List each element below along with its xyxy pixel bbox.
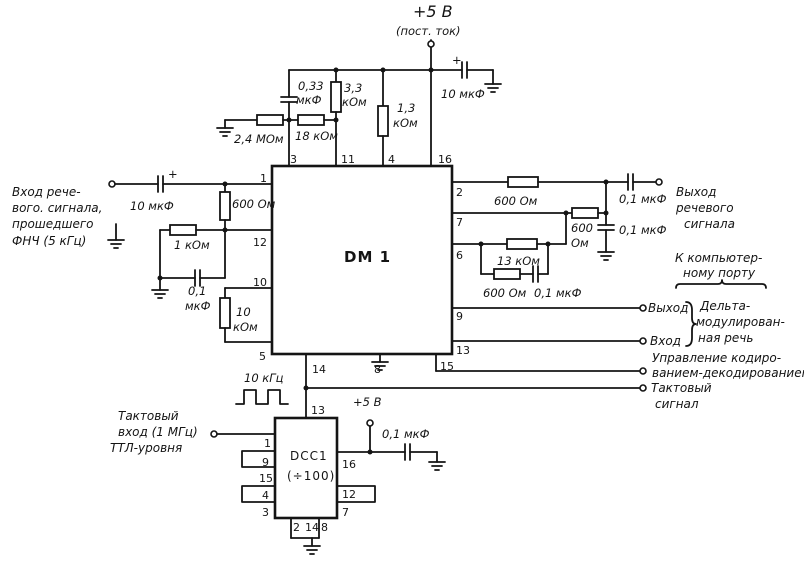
pin-10: 10 xyxy=(253,276,267,289)
pin-4: 4 xyxy=(388,153,395,166)
supply-note: (пост. ток) xyxy=(396,24,461,38)
dcc-pin-8: 8 xyxy=(321,521,328,534)
chip-dcc1 xyxy=(273,416,339,520)
res-13k-unit: кОм xyxy=(393,116,418,130)
control-label-1: Управление кодиро- xyxy=(652,351,781,365)
res-33k-value: 3,3 xyxy=(344,81,362,95)
clock-10k-label: 10 кГц xyxy=(244,371,284,385)
cap-01-left-unit: мкФ xyxy=(185,299,211,313)
chip-dcc1-label: DCC1 xyxy=(290,449,328,463)
input-label-4: ФНЧ (5 кГц) xyxy=(12,234,86,248)
supply-cap-plus: + xyxy=(452,53,462,67)
res-24m-label: 2,4 МОм xyxy=(234,132,284,146)
res-10k-unit: кОм xyxy=(233,320,258,334)
input-label-1: Вход рече- xyxy=(12,185,81,199)
output-label-3: сигнала xyxy=(684,217,735,231)
supply-voltage: +5 В xyxy=(413,2,453,21)
output-terminal[interactable] xyxy=(655,178,663,186)
dcc-pin-3: 3 xyxy=(262,506,269,519)
cap-01-bot-label: 0,1 мкФ xyxy=(534,286,582,300)
res-1k-label: 1 кОм xyxy=(174,238,210,252)
dcc-pin-7: 7 xyxy=(342,506,349,519)
pin-3: 3 xyxy=(290,153,297,166)
control-terminal[interactable] xyxy=(639,367,647,375)
computer-label-1: К компьютер- xyxy=(675,251,762,265)
pin-12: 12 xyxy=(253,236,267,249)
pin-2: 2 xyxy=(456,186,463,199)
clock-in-label-2: вход (1 МГц) xyxy=(118,425,198,439)
res-33k-unit: кОм xyxy=(342,95,367,109)
pin-6: 6 xyxy=(456,249,463,262)
output-label-1: Выход xyxy=(676,185,716,199)
computer-label-2: ному порту xyxy=(683,266,756,280)
pin-11: 11 xyxy=(341,153,355,166)
res-600-in-label: 600 Ом xyxy=(232,197,276,211)
clock-label-1: Тактовый xyxy=(651,381,712,395)
port-in-terminal[interactable] xyxy=(639,337,647,345)
cap-01-dcc-label: 0,1 мкФ xyxy=(382,427,430,441)
clock-terminal[interactable] xyxy=(639,384,647,392)
dcc-pin-13: 13 xyxy=(311,404,325,417)
input-label-3: прошедшего xyxy=(12,217,93,231)
res-600-side-value: 600 xyxy=(571,221,593,235)
dcc-pin-14: 14 xyxy=(305,521,319,534)
cap-10uf-supply-label: 10 мкФ xyxy=(441,87,485,101)
cap-01-out1-label: 0,1 мкФ xyxy=(619,192,667,206)
pin-7: 7 xyxy=(456,216,463,229)
dcc-pin-15: 15 xyxy=(259,472,273,485)
cap-033-unit: мкФ xyxy=(296,93,322,107)
delta-label-1: Дельта- xyxy=(699,299,750,313)
res-13k-label: 13 кОм xyxy=(497,254,540,268)
output-label-2: речевого xyxy=(675,201,734,215)
chip-dm1 xyxy=(270,164,454,356)
supply2-voltage: +5 В xyxy=(353,395,382,409)
chip-dm1-label: DM 1 xyxy=(344,248,391,266)
pin-9: 9 xyxy=(456,310,463,323)
pin-1: 1 xyxy=(260,172,267,185)
pin-14: 14 xyxy=(312,363,326,376)
pin-5: 5 xyxy=(259,350,266,363)
pin-15: 15 xyxy=(440,360,454,373)
clock-in-label-1: Тактовый xyxy=(118,409,179,423)
port-out-label: Выход xyxy=(648,301,688,315)
chip-dcc1-ratio: (÷100) xyxy=(287,469,335,483)
dcc-pin-9: 9 xyxy=(262,456,269,469)
supply2-terminal[interactable] xyxy=(366,419,374,427)
res-13k-value: 1,3 xyxy=(397,101,415,115)
dcc-pin-2: 2 xyxy=(293,521,300,534)
res-18k-label: 18 кОм xyxy=(295,129,338,143)
dcc-pin-16: 16 xyxy=(342,458,356,471)
clock-waveform xyxy=(235,389,289,405)
cap-01-out2-label: 0,1 мкФ xyxy=(619,223,667,237)
pin-16: 16 xyxy=(438,153,452,166)
input-label-2: вого. сигнала, xyxy=(12,201,102,215)
res-10k-value: 10 xyxy=(236,305,251,319)
cap-01-left-value: 0,1 xyxy=(188,284,206,298)
input-cap-plus: + xyxy=(168,167,178,181)
dcc-pin-1: 1 xyxy=(264,437,271,450)
res-600-bot-label: 600 Ом xyxy=(483,286,527,300)
dcc-pin-12: 12 xyxy=(342,488,356,501)
delta-label-3: ная речь xyxy=(698,331,753,345)
port-in-label: Вход xyxy=(650,334,681,348)
res-600-side-unit: Ом xyxy=(571,236,589,250)
dcc-pin-4: 4 xyxy=(262,489,269,502)
delta-label-2: модулирован- xyxy=(696,315,785,329)
pin-13: 13 xyxy=(456,344,470,357)
clock-in-label-3: ТТЛ-уровня xyxy=(110,441,182,455)
res-600-out-label: 600 Ом xyxy=(494,194,538,208)
cap-10uf-in-label: 10 мкФ xyxy=(130,199,174,213)
control-label-2: ванием-декодированием xyxy=(652,366,804,380)
cap-033-value: 0,33 xyxy=(298,79,324,93)
clock-label-2: сигнал xyxy=(655,397,699,411)
port-out-terminal[interactable] xyxy=(639,304,647,312)
